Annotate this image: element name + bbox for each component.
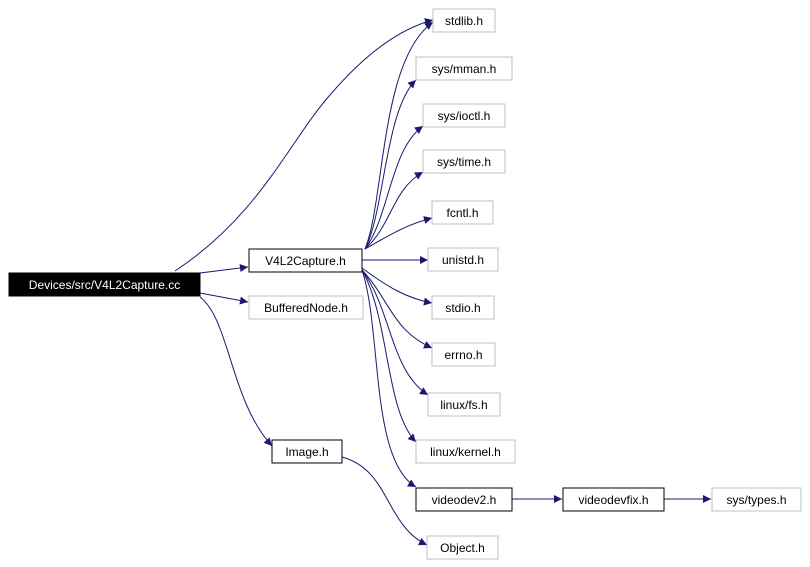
node-image-h-label: Image.h xyxy=(285,445,328,459)
node-bufferednode-h-box xyxy=(248,295,364,320)
node-videodevfix-h-box xyxy=(562,487,665,512)
node-stdio-h-box xyxy=(431,295,495,320)
node-root[interactable]: Devices/src/V4L2Capture.cc xyxy=(8,272,201,297)
node-stdlib-h-box xyxy=(432,8,496,33)
node-sys-types-h[interactable]: sys/types.h xyxy=(711,487,802,512)
node-v4l2capture-h-label: V4L2Capture.h xyxy=(265,254,346,268)
node-bufferednode-h[interactable]: BufferedNode.h xyxy=(248,295,364,320)
node-root-label: Devices/src/V4L2Capture.cc xyxy=(29,278,180,292)
node-fcntl-h-label: fcntl.h xyxy=(446,206,478,220)
node-unistd-h-box xyxy=(427,247,499,272)
node-object-h[interactable]: Object.h xyxy=(426,535,499,560)
node-errno-h[interactable]: errno.h xyxy=(431,342,496,367)
edge-root-image xyxy=(199,296,273,447)
node-sys-ioctl-h-label: sys/ioctl.h xyxy=(438,109,491,123)
node-stdlib-h[interactable]: stdlib.h xyxy=(432,8,496,33)
node-sys-time-h-label: sys/time.h xyxy=(437,155,491,169)
nodes: Devices/src/V4L2Capture.cc V4L2Capture.h… xyxy=(8,8,802,560)
node-sys-mman-h[interactable]: sys/mman.h xyxy=(415,56,513,81)
node-videodevfix-h[interactable]: videodevfix.h xyxy=(562,487,665,512)
edge-v4l2-stdio xyxy=(361,267,433,306)
edges xyxy=(174,18,711,546)
edge-root-stdlib xyxy=(174,18,434,272)
node-object-h-label: Object.h xyxy=(440,541,485,555)
edge-v4l2-fcntl xyxy=(364,216,433,250)
node-unistd-h-label: unistd.h xyxy=(442,253,484,267)
node-stdio-h[interactable]: stdio.h xyxy=(431,295,495,320)
node-videodev2-h-box xyxy=(415,487,513,512)
node-sys-mman-h-label: sys/mman.h xyxy=(432,62,497,76)
edge-v4l2-videodev2 xyxy=(361,269,417,488)
node-linux-kernel-h-label: linux/kernel.h xyxy=(430,445,501,459)
node-linux-fs-h[interactable]: linux/fs.h xyxy=(427,392,501,417)
node-errno-h-box xyxy=(431,342,496,367)
node-errno-h-label: errno.h xyxy=(444,348,482,362)
node-fcntl-h-box xyxy=(431,200,494,225)
node-linux-kernel-h[interactable]: linux/kernel.h xyxy=(415,439,516,464)
node-videodevfix-h-label: videodevfix.h xyxy=(578,493,648,507)
edge-root-v4l2 xyxy=(199,264,249,274)
node-linux-fs-h-label: linux/fs.h xyxy=(440,398,487,412)
edge-v4l2-time xyxy=(364,171,424,250)
node-v4l2capture-h-box xyxy=(248,248,363,273)
node-sys-time-h-box xyxy=(422,149,506,174)
node-image-h-box xyxy=(271,439,343,464)
node-image-h[interactable]: Image.h xyxy=(271,439,343,464)
node-sys-mman-h-box xyxy=(415,56,513,81)
edge-root-buffered xyxy=(199,292,249,305)
node-sys-time-h[interactable]: sys/time.h xyxy=(422,149,506,174)
node-linux-fs-h-box xyxy=(427,392,501,417)
edge-v4l2-stdlib xyxy=(364,21,434,250)
node-object-h-box xyxy=(426,535,499,560)
edge-v4l2-mman xyxy=(364,79,417,250)
edge-v4l2-errno xyxy=(361,269,433,349)
node-linux-kernel-h-box xyxy=(415,439,516,464)
edge-v4l2-ioctl xyxy=(364,125,424,250)
node-videodev2-h-label: videodev2.h xyxy=(432,493,497,507)
node-sys-ioctl-h[interactable]: sys/ioctl.h xyxy=(422,103,506,128)
node-unistd-h[interactable]: unistd.h xyxy=(427,247,499,272)
edge-v4l2-fs xyxy=(361,269,429,396)
node-sys-types-h-label: sys/types.h xyxy=(726,493,786,507)
node-videodev2-h[interactable]: videodev2.h xyxy=(415,487,513,512)
node-bufferednode-h-label: BufferedNode.h xyxy=(264,301,348,315)
edge-image-object xyxy=(341,456,428,546)
node-root-box xyxy=(8,272,201,297)
node-sys-types-h-box xyxy=(711,487,802,512)
node-stdio-h-label: stdio.h xyxy=(445,301,480,315)
node-fcntl-h[interactable]: fcntl.h xyxy=(431,200,494,225)
node-v4l2capture-h[interactable]: V4L2Capture.h xyxy=(248,248,363,273)
edge-v4l2-kernel xyxy=(361,269,417,443)
node-sys-ioctl-h-box xyxy=(422,103,506,128)
node-stdlib-h-label: stdlib.h xyxy=(445,14,483,28)
